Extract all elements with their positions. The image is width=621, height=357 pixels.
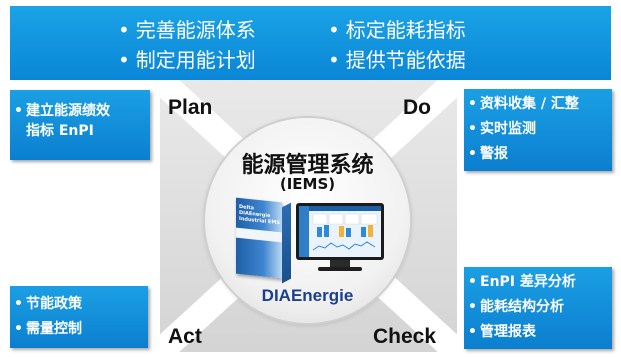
- product-box-image: Delta DIAEnergie Industrial EMS: [236, 197, 282, 279]
- goal-item: •完善能源体系: [118, 18, 256, 42]
- do-item: 警报: [464, 142, 612, 167]
- do-box: 资料收集 / 汇整 实时监测 警报: [464, 89, 612, 171]
- goal-text: 完善能源体系: [135, 18, 256, 42]
- screen-card: [312, 213, 328, 225]
- screen-line: [312, 241, 376, 251]
- screen-content: [312, 213, 378, 251]
- check-box: EnPI 差异分析 能耗结构分析 管理报表: [464, 267, 612, 349]
- product-box-label: Delta DIAEnergie Industrial EMS: [239, 204, 282, 227]
- goal-item: •制定用能计划: [118, 48, 256, 72]
- screen-card: [360, 213, 378, 225]
- monitor-image: [296, 203, 384, 260]
- screen-bar: [317, 227, 322, 237]
- product-box-text: Industrial EMS: [239, 215, 280, 227]
- brand-dia: DIA: [261, 286, 291, 305]
- goal-text: 制定用能计划: [135, 48, 256, 72]
- plan-item: 建立能源绩效 指标 EnPI: [10, 101, 150, 141]
- goal-text: 提供节能依据: [345, 48, 466, 72]
- screen-bar: [324, 225, 329, 237]
- do-item: 实时监测: [464, 117, 612, 142]
- screen-bar: [361, 227, 366, 237]
- goal-text: 标定能耗指标: [345, 18, 466, 42]
- phase-check-label: Check: [373, 325, 437, 348]
- product-box-side: [282, 202, 291, 284]
- screen-card: [344, 213, 360, 225]
- goal-item: •提供节能依据: [328, 48, 466, 72]
- monitor-stand: [330, 260, 350, 267]
- act-item: 节能政策: [10, 292, 148, 317]
- monitor-base: [318, 267, 362, 271]
- check-item: EnPI 差异分析: [464, 270, 612, 295]
- plan-item-text: 建立能源绩效: [26, 103, 110, 119]
- check-item: 管理报表: [464, 320, 612, 345]
- do-item: 资料收集 / 汇整: [464, 92, 612, 117]
- screen-sidebar: [299, 206, 309, 257]
- screen-bar: [339, 226, 344, 237]
- phase-do-label: Do: [403, 96, 431, 119]
- check-item: 能耗结构分析: [464, 295, 612, 320]
- act-box: 节能政策 需量控制: [10, 286, 148, 348]
- system-subtitle: (IEMS): [279, 175, 336, 193]
- screen-bar: [346, 228, 351, 237]
- phase-plan-label: Plan: [168, 96, 213, 119]
- goal-item: •标定能耗指标: [328, 18, 466, 42]
- system-title: 能源管理系统: [241, 153, 374, 178]
- screen-bar: [368, 225, 373, 237]
- product-box-stripe: [236, 227, 282, 243]
- monitor-screen: [299, 206, 381, 257]
- brand-energie: Energie: [290, 286, 354, 305]
- plan-box: 建立能源绩效 指标 EnPI: [10, 90, 150, 160]
- plan-item-text: 指标 EnPI: [26, 123, 94, 139]
- goals-banner: •完善能源体系 •标定能耗指标 •制定用能计划 •提供节能依据: [10, 6, 611, 80]
- act-item: 需量控制: [10, 317, 148, 342]
- brand-logo-text: DIAEnergie: [205, 286, 410, 306]
- screen-header: [309, 206, 381, 211]
- phase-act-label: Act: [168, 325, 202, 348]
- screen-card: [328, 213, 344, 225]
